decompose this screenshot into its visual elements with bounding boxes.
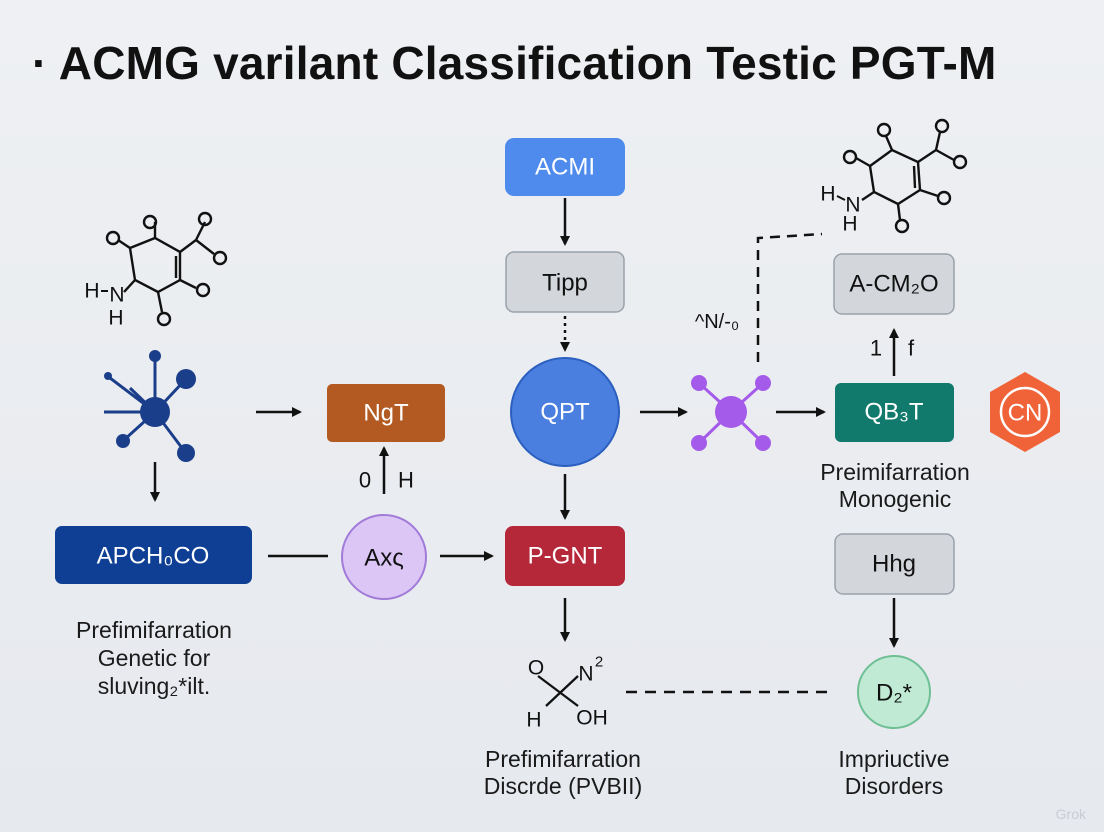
right-molecule-hn-bond bbox=[836, 195, 846, 201]
bottom-molecule bbox=[537, 675, 579, 707]
d2-node bbox=[857, 655, 931, 729]
hhg-label: Hhg bbox=[872, 551, 916, 578]
qb3t-node bbox=[835, 383, 954, 442]
hhg-node bbox=[834, 533, 955, 595]
left-molecule bbox=[105, 211, 228, 327]
left-caption-line-1: Prefimifarration bbox=[76, 617, 232, 643]
bottom-center-caption-line-2: Discrde (PVBII) bbox=[484, 773, 642, 799]
ngt-label: NgT bbox=[363, 400, 409, 427]
right-molecule bbox=[842, 118, 968, 234]
ngt-node bbox=[327, 384, 445, 442]
zero-label: 0 bbox=[359, 468, 371, 493]
acm2o-node bbox=[833, 253, 955, 315]
left-molecule-h2: H bbox=[108, 307, 123, 330]
tipp-label: Tipp bbox=[542, 270, 588, 297]
bottom-molecule-n: N bbox=[578, 663, 593, 686]
purple-network-icon bbox=[691, 375, 771, 451]
cn-label: CN bbox=[1008, 400, 1043, 427]
right-mid-caption-line-1: Preimifarration bbox=[820, 459, 970, 485]
n-label: ^N/-₀ bbox=[695, 311, 739, 333]
bottom-molecule-o: O bbox=[528, 657, 544, 680]
bottom-molecule-oh: OH bbox=[576, 707, 608, 730]
acm2o-label: A-CM₂O bbox=[849, 271, 938, 298]
pgnt-label: P-GNT bbox=[528, 543, 603, 570]
right-molecule-n: N bbox=[845, 194, 860, 217]
cn-badge bbox=[990, 372, 1060, 452]
left-molecule-h: H bbox=[84, 280, 99, 303]
page-title: · ACMG varilant Classification Testic PG… bbox=[32, 37, 997, 89]
bottom-right-caption-line-2: Disorders bbox=[845, 773, 943, 799]
axs-label: Axς bbox=[364, 545, 404, 572]
bottom-center-caption-line-1: Prefimifarration bbox=[485, 746, 641, 772]
h-label: H bbox=[398, 468, 414, 493]
dashed-line-purple-to-molecule bbox=[756, 232, 823, 362]
axs-node bbox=[341, 514, 427, 600]
bottom-right-caption-line-1: Impriuctive bbox=[838, 746, 949, 772]
apch-label: APCH₀CO bbox=[97, 543, 210, 570]
right-mid-caption-line-2: Monogenic bbox=[839, 486, 952, 512]
qpt-label: QPT bbox=[540, 399, 590, 426]
f-label: f bbox=[908, 336, 915, 361]
qb3t-label: QB₃T bbox=[864, 399, 923, 426]
watermark: Grok bbox=[1055, 806, 1086, 822]
left-caption-line-2: Genetic for bbox=[98, 645, 211, 671]
bottom-molecule-h: H bbox=[526, 709, 541, 732]
left-molecule-n: N bbox=[109, 284, 124, 307]
left-caption-line-3: sluving₂*ilt. bbox=[98, 673, 210, 699]
bottom-molecule-sup: 2 bbox=[595, 654, 603, 671]
right-molecule-h2: H bbox=[842, 213, 857, 236]
apch-node bbox=[55, 526, 252, 584]
right-molecule-h: H bbox=[820, 183, 835, 206]
blue-network-icon bbox=[104, 350, 196, 462]
d2-label: D₂* bbox=[876, 680, 912, 707]
acmi-node bbox=[505, 138, 625, 196]
qpt-node bbox=[510, 357, 620, 467]
acmi-label: ACMI bbox=[535, 154, 595, 181]
one-label: 1 bbox=[870, 336, 882, 361]
pgnt-node bbox=[505, 526, 625, 586]
tipp-node bbox=[505, 251, 625, 313]
